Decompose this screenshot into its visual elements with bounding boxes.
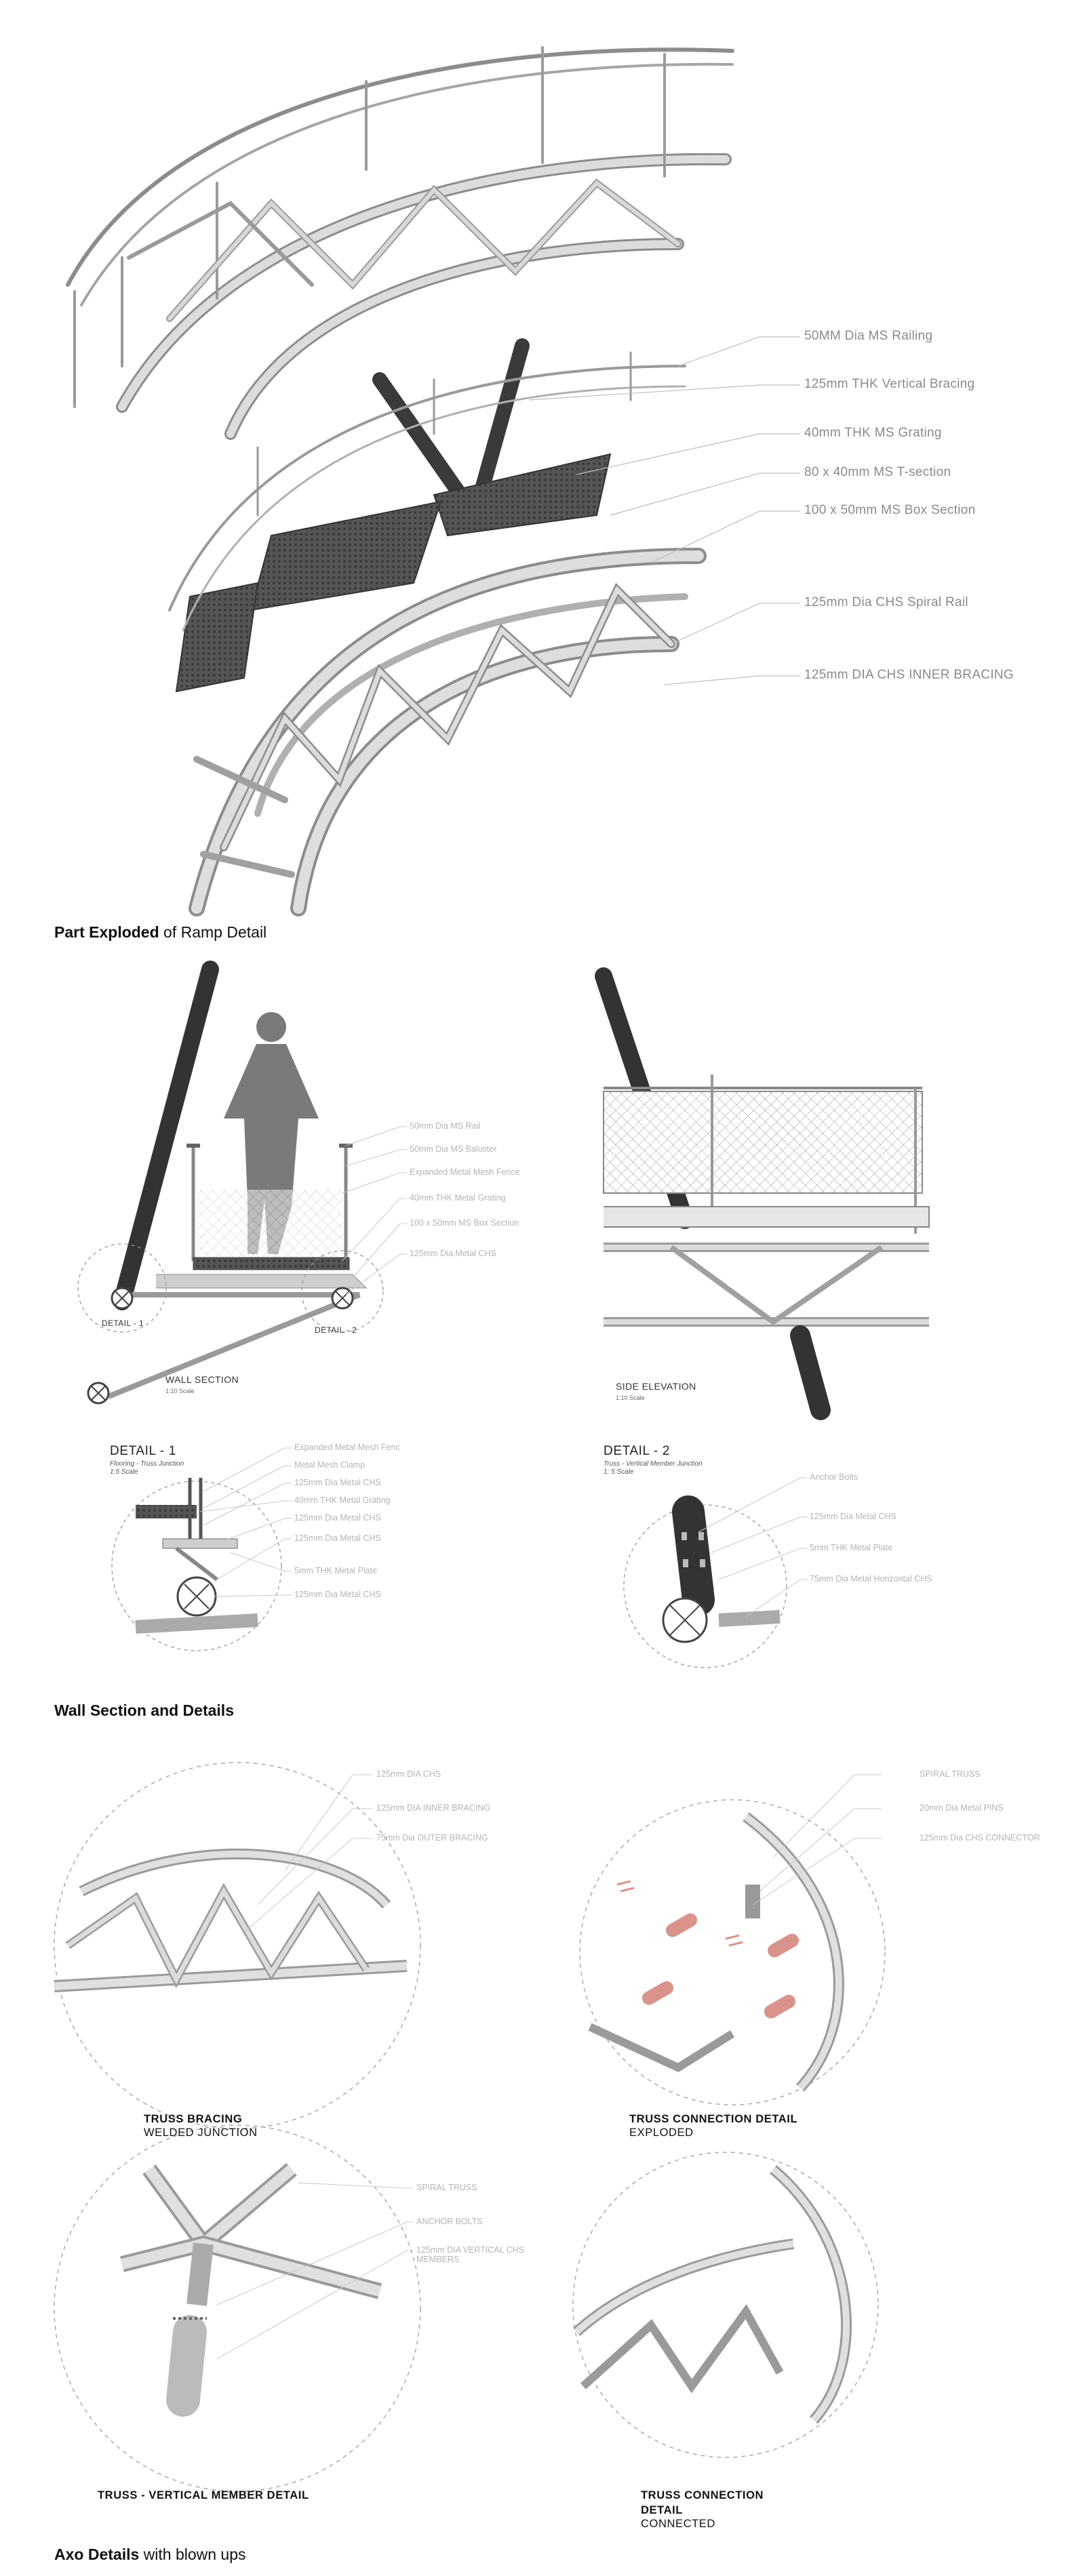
d1-callout-chs-4: 125mm Dia Metal CHS: [294, 1590, 381, 1599]
tce-callout-connector: 125mm Dia CHS CONNECTOR: [920, 1833, 1040, 1843]
section-title-axo-rest: with blown ups: [139, 2545, 246, 2563]
truss-connection-exploded-caption-bold: TRUSS CONNECTION DETAIL: [629, 2113, 798, 2125]
detail-1-leaders: [199, 1447, 292, 1597]
wall-section-scale: 1:10 Scale: [165, 1388, 195, 1394]
detail-2-subtitle: Truss - Vertical Member Junction: [604, 1460, 703, 1468]
truss-connection-exploded-caption-rest: EXPLODED: [629, 2127, 694, 2139]
tb-callout-outer: 75mm Dia OUTER BRACING: [376, 1833, 488, 1843]
section-title-exploded-rest: of Ramp Detail: [159, 923, 267, 941]
d1-callout-plate: 5mm THK Metal Plate: [294, 1566, 378, 1575]
section-title-wall: Wall Section and Details: [54, 1702, 234, 1720]
ws-callout-box: 100 x 50mm MS Box Section: [410, 1218, 519, 1228]
truss-connection-connected-blowup: [572, 2152, 879, 2458]
ws-callout-mesh: Expanded Metal Mesh Fence: [410, 1167, 520, 1177]
side-elevation-caption: SIDE ELEVATION: [616, 1381, 696, 1392]
callout-spiral-rail: 125mm Dia CHS Spiral Rail: [804, 595, 968, 609]
detail-1-subtitle: Flooring - Truss Junction: [110, 1460, 184, 1468]
truss-connection-connected-caption-bold-2: DETAIL: [641, 2504, 683, 2516]
wall-section-caption: WALL SECTION: [165, 1374, 239, 1385]
wall-section-detail2-marker: DETAIL - 2: [315, 1325, 357, 1335]
top-railing-assembly: [66, 46, 734, 440]
detail-2-leaders: [698, 1477, 807, 1617]
truss-bracing-caption-rest: WELDED JUNCTION: [144, 2127, 258, 2139]
detail-1-scale: 1:5 Scale: [110, 1468, 138, 1476]
d1-callout-chs-3: 125mm Dia Metal CHS: [294, 1533, 381, 1543]
truss-bracing-leaders: [243, 1774, 373, 1933]
truss-connection-exploded-caption: TRUSS CONNECTION DETAIL EXPLODED: [629, 2112, 797, 2139]
ws-callout-chs: 125mm Dia Metal CHS: [410, 1249, 496, 1258]
d1-callout-grating: 40mm THK Metal Grating: [294, 1495, 391, 1505]
truss-connection-connected-caption-rest: CONNECTED: [641, 2518, 715, 2530]
callout-vertical-bracing: 125mm THK Vertical Bracing: [804, 377, 975, 391]
callout-t-section: 80 x 40mm MS T-section: [804, 465, 951, 479]
truss-bracing-caption-bold: TRUSS BRACING: [144, 2113, 243, 2125]
section-title-axo-bold: Axo Details: [54, 2545, 140, 2563]
ws-callout-baluster: 50mm Dia MS Baluster: [410, 1144, 497, 1154]
d2-callout-horizontal: 75mm Dia Metal Horizontal CHS: [810, 1574, 932, 1584]
truss-vertical-caption: TRUSS - VERTICAL MEMBER DETAIL: [98, 2488, 309, 2503]
truss-bracing-caption: TRUSS BRACING WELDED JUNCTION: [144, 2112, 258, 2139]
tce-callout-spiral: SPIRAL TRUSS: [920, 1769, 981, 1779]
exploded-leader-lines: [528, 336, 800, 685]
tv-callout-vertical: 125mm DIA VERTICAL CHS: [416, 2245, 525, 2255]
detail-2-drawing: [623, 1495, 787, 1668]
detail-2-title: DETAIL - 2: [604, 1444, 670, 1458]
tv-callout-spiral: SPIRAL TRUSS: [416, 2183, 477, 2192]
tv-callout-bolts: ANCHOR BOLTS: [416, 2217, 483, 2226]
tv-callout-members: MEMBERS: [416, 2255, 460, 2264]
callout-inner-bracing: 125mm DIA CHS INNER BRACING: [804, 668, 1014, 682]
section-title-axo: Axo Details with blown ups: [54, 2545, 246, 2564]
truss-bracing-blowup: [54, 1762, 421, 2129]
truss-vertical-blowup: [54, 2125, 421, 2492]
side-elevation-scale: 1:10 Scale: [616, 1394, 645, 1401]
bottom-truss-assembly: [189, 548, 707, 917]
truss-connection-exploded-blowup: [579, 1799, 886, 2106]
section-title-wall-text: Wall Section and Details: [54, 1702, 234, 1719]
detail-1-title: DETAIL - 1: [110, 1444, 176, 1458]
ws-callout-rail: 50mm Dia MS Rail: [410, 1121, 481, 1131]
ws-callout-grating: 40mm THK Metal Grating: [410, 1193, 506, 1203]
callout-grating: 40mm THK MS Grating: [804, 426, 942, 440]
detail-1-drawing: [111, 1478, 282, 1651]
d1-callout-mesh: Expanded Metal Mesh Fenc: [294, 1443, 400, 1452]
grating-and-bracing-assembly: [168, 338, 686, 693]
wall-section-detail1-marker: DETAIL - 1: [102, 1319, 144, 1328]
truss-connection-exploded-leaders: [752, 1774, 882, 1906]
exploded-ramp-drawing: [66, 46, 734, 917]
section-title-exploded-bold: Part Exploded: [54, 923, 159, 941]
side-elevation-drawing: [595, 967, 930, 1420]
tb-callout-chs: 125mm DIA CHS: [376, 1769, 441, 1779]
section-title-exploded: Part Exploded of Ramp Detail: [54, 923, 267, 942]
truss-vertical-leaders: [216, 2182, 414, 2360]
d1-callout-chs-1: 125mm Dia Metal CHS: [294, 1478, 381, 1487]
truss-vertical-caption-bold: TRUSS - VERTICAL MEMBER DETAIL: [98, 2489, 309, 2501]
callout-box-section: 100 x 50mm MS Box Section: [804, 503, 976, 517]
d2-callout-plate: 5mm THK Metal Plate: [810, 1543, 893, 1552]
d1-callout-clamp: Metal Mesh Clamp: [294, 1460, 366, 1470]
truss-connection-connected-caption: TRUSS CONNECTION DETAIL CONNECTED: [641, 2488, 764, 2531]
d2-callout-chs: 125mm Dia Metal CHS: [810, 1512, 896, 1521]
tb-callout-inner: 125mm DIA INNER BRACING: [376, 1803, 491, 1813]
tce-callout-pins: 20mm Dia Metal PINS: [920, 1803, 1004, 1813]
wall-section-drawing: [77, 961, 384, 1405]
d2-callout-bolts: Anchor Bolts: [810, 1472, 858, 1482]
callout-railing: 50MM Dia MS Railing: [804, 329, 933, 343]
detail-2-scale: 1: 5 Scale: [604, 1468, 634, 1476]
d1-callout-chs-2: 125mm Dia Metal CHS: [294, 1513, 381, 1523]
truss-connection-connected-caption-bold-1: TRUSS CONNECTION: [641, 2489, 764, 2501]
wall-section-leaders: [342, 1126, 407, 1295]
